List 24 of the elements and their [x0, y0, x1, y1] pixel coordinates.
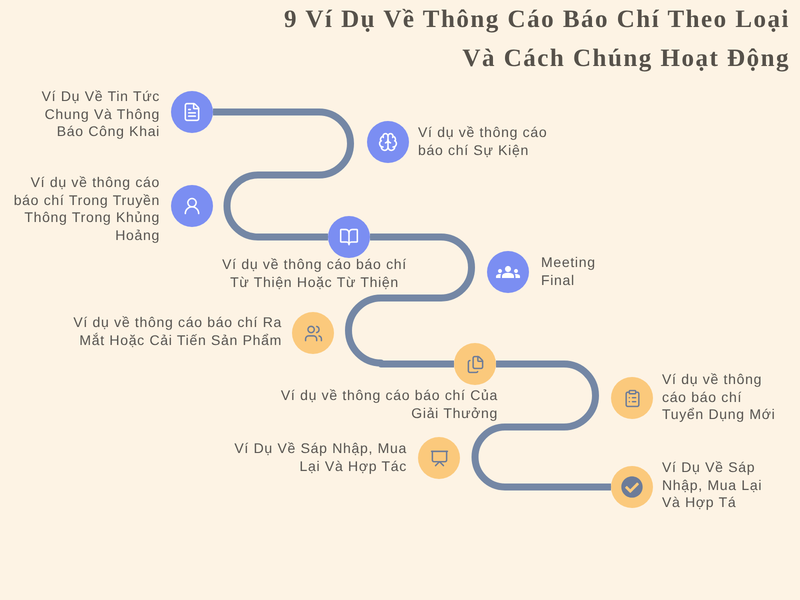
person-icon	[171, 185, 213, 227]
presentation-board-icon	[418, 437, 460, 479]
step-caption: Ví Dụ Về Sáp Nhập, Mua Lại Và Hợp Tá	[662, 459, 764, 512]
title: 9 Ví Dụ Về Thông Cáo Báo Chí Theo Loại Và Cách Chúng Hoạt Động	[283, 5, 790, 74]
group-icon	[292, 312, 334, 354]
clipboard-list-icon	[611, 377, 653, 419]
winding-road-line	[213, 108, 354, 240]
step-caption: Ví dụ về thông cáo báo chí Sự Kiện	[418, 124, 548, 159]
step-caption: Meeting Final	[541, 254, 597, 289]
group-icon	[487, 251, 529, 293]
document-icon	[171, 91, 213, 133]
step-caption: Ví dụ về thông cáo báo chí Ra Mắt Hoặc Cải Tiến Sản Phẩm	[72, 314, 282, 349]
brain-icon	[367, 121, 409, 163]
step-caption: Ví dụ về thông cáo báo chí Của Giải Thưởng	[280, 387, 498, 422]
check-circle-icon	[611, 466, 653, 508]
step-caption: Ví dụ về thông cáo báo chí Tuyển Dụng Mới	[662, 371, 776, 424]
open-book-icon	[328, 216, 370, 258]
step-caption: Ví Dụ Về Tin Tức Chung Và Thông Báo Công Khai	[40, 88, 160, 140]
step-caption: Ví Dụ Về Sáp Nhập, Mua Lại Và Hợp Tác	[233, 440, 407, 475]
winding-road-line	[345, 234, 475, 368]
step-caption: Ví dụ về thông cáo báo chí Trong Truyền Thông Trong Khủng Hoảng	[12, 174, 160, 244]
winding-road-line	[472, 360, 611, 490]
documents-icon	[454, 343, 496, 385]
step-caption: Ví dụ về thông cáo báo chí Từ Thiện Hoặc Từ Thiện	[221, 256, 408, 291]
